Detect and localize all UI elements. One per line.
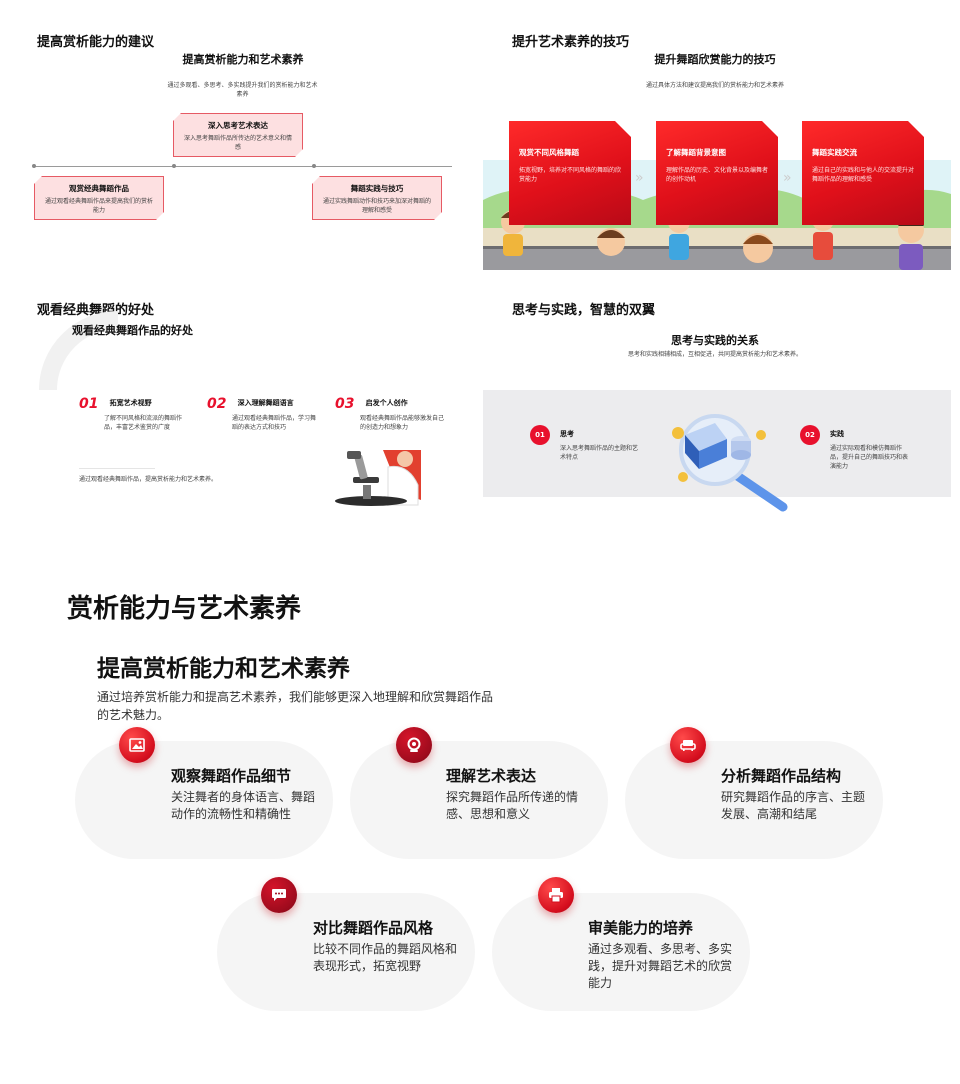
card-title: 审美能力的培养 [588,919,694,937]
panel-title: 观看经典舞蹈的好处 [37,303,155,318]
card-text: 探究舞蹈作品所传递的情感、思想和意义 [446,790,579,821]
panel-title: 提高赏析能力的建议 [37,35,155,50]
page-title: 赏析能力与艺术素养 [67,594,302,624]
timeline-line [34,166,452,167]
timeline-item-think: 深入思考艺术表达 深入思考舞蹈作品所传达的艺术意义和情感 [173,113,303,157]
item-text: 深入思考舞蹈作品的主题和艺术特点 [560,445,639,461]
slide-heading: 提高赏析能力和艺术素养 [182,53,304,66]
main-slide: 赏析能力与艺术素养 提高赏析能力和艺术素养 通过培养赏析能力和提高艺术素养，我们… [0,560,960,1084]
card-title: 观察舞蹈作品细节 [171,767,292,785]
panel-title: 提升艺术素养的技巧 [512,35,630,50]
slide-heading: 观看经典舞蹈作品的好处 [72,324,193,337]
card-title: 理解艺术表达 [446,767,537,785]
item-title: 深入思考艺术表达 [208,121,268,130]
card-title: 了解舞蹈背景意图 [666,148,726,157]
item-text: 通过观看经典舞蹈作品，学习舞蹈的表达方式和技巧 [232,415,317,431]
timeline-item-watch: 观赏经典舞蹈作品 通过观看经典舞蹈作品来提高我们的赏析能力 [34,176,164,220]
slide-heading: 思考与实践的关系 [671,334,759,347]
slide-heading: 提高赏析能力和艺术素养 [97,656,350,682]
benefit-item: 03 启发个人创作 观看经典舞蹈作品能够激发自己的创造力和想象力 [335,393,445,432]
card-observe-details: 观察舞蹈作品细节 关注舞者的身体语言、舞蹈动作的流畅性和精确性 [75,741,333,859]
location-pin-icon [396,727,432,763]
card-text: 研究舞蹈作品的序言、主题发展、高潮和结尾 [721,790,866,821]
slide-heading: 提升舞蹈欣赏能力的技巧 [654,53,776,66]
item-title: 实践 [830,430,844,438]
card-title: 舞蹈实践交流 [812,148,857,157]
card-text: 关注舞者的身体语言、舞蹈动作的流畅性和精确性 [171,790,316,821]
panel-skills: 提升艺术素养的技巧 提升舞蹈欣赏能力的技巧 通过具体方法和建议提高我们的赏析能力… [480,0,960,280]
divider [79,468,155,469]
benefit-item: 02 深入理解舞蹈语言 通过观看经典舞蹈作品，学习舞蹈的表达方式和技巧 [207,393,317,432]
item-text: 通过实际观看和模仿舞蹈作品，提升自己的舞蹈技巧和表演能力 [830,445,909,470]
card-title: 分析舞蹈作品结构 [721,767,842,785]
skill-card-background: 了解舞蹈背景意图 理解作品的历史、文化背景以及编舞者的创作动机 [656,121,778,225]
slide-intro: 通过培养赏析能力和提高艺术素养，我们能够更深入地理解和欣赏舞蹈作品的艺术魅力。 [97,690,494,722]
card-understand-expression: 理解艺术表达 探究舞蹈作品所传递的情感、思想和意义 [350,741,608,859]
item-text: 通过观看经典舞蹈作品来提高我们的赏析能力 [45,198,154,214]
item-title: 舞蹈实践与技巧 [350,184,404,193]
card-text: 理解作品的历史、文化背景以及编舞者的创作动机 [666,167,769,183]
timeline-dot [312,164,316,168]
timeline-item-practice: 舞蹈实践与技巧 通过实践舞蹈动作和技巧来加深对舞蹈的理解和感受 [312,176,442,220]
slide-subtitle: 通过具体方法和建议提高我们的赏析能力和艺术素养 [645,82,784,89]
card-text: 比较不同作品的舞蹈风格和表现形式，拓宽视野 [313,942,458,973]
item-title: 观赏经典舞蹈作品 [69,184,129,193]
card-title: 对比舞蹈作品风格 [313,919,434,937]
item-text: 观看经典舞蹈作品能够激发自己的创造力和想象力 [360,415,445,431]
item-title: 思考 [560,430,574,438]
panel-suggestions: 提高赏析能力的建议 提高赏析能力和艺术素养 通过多观看、多思考、多实践提升我们的… [0,0,480,280]
item-number-badge: 02 [800,425,820,445]
slide-subtitle: 思考和实践相辅相成，互相促进，共同提高赏析能力和艺术素养。 [627,351,802,358]
microscope-illustration [335,450,421,506]
panel-think-practice: 思考与实践，智慧的双翼 思考与实践的关系 思考和实践相辅相成，互相促进，共同提高… [480,280,960,530]
svg-text:»: » [783,170,792,186]
item-title: 深入理解舞蹈语言 [237,399,294,407]
skill-card-styles: 观赏不同风格舞蹈 拓宽视野，培养对不同风格的舞蹈的欣赏能力 [509,121,631,225]
panel-title: 思考与实践，智慧的双翼 [512,303,656,318]
slide-footer: 通过观看经典舞蹈作品，提高赏析能力和艺术素养。 [79,476,218,483]
skill-card-practice: 舞蹈实践交流 通过自己的实践和与他人的交流提升对舞蹈作品的理解和感受 [802,121,924,225]
item-number: 02 [207,396,227,412]
slide-subtitle: 通过多观看、多思考、多实践提升我们的赏析能力和艺术素养 [167,82,318,98]
panel-benefits: 观看经典舞蹈的好处 观看经典舞蹈作品的好处 01 拓宽艺术视野 了解不同风格和流… [0,280,480,530]
card-text: 拓宽视野，培养对不同风格的舞蹈的欣赏能力 [519,167,622,183]
printer-icon [538,877,574,913]
card-aesthetic-cultivation: 审美能力的培养 通过多观看、多思考、多实践，提升对舞蹈艺术的欣赏能力 [492,893,750,1011]
item-title: 拓宽艺术视野 [109,399,152,407]
card-text: 通过自己的实践和与他人的交流提升对舞蹈作品的理解和感受 [812,167,915,183]
item-number: 01 [79,396,99,412]
magnifier-chart-illustration [672,414,788,512]
card-compare-styles: 对比舞蹈作品风格 比较不同作品的舞蹈风格和表现形式，拓宽视野 [217,893,475,1011]
chat-bubble-icon [261,877,297,913]
svg-text:»: » [635,170,644,186]
timeline-dot [32,164,36,168]
timeline-dot [172,164,176,168]
item-number-badge: 01 [530,425,550,445]
benefit-item: 01 拓宽艺术视野 了解不同风格和流派的舞蹈作品，丰富艺术鉴赏的广度 [79,393,189,432]
item-text: 深入思考舞蹈作品所传达的艺术意义和情感 [184,135,293,151]
image-icon [119,727,155,763]
item-text: 了解不同风格和流派的舞蹈作品，丰富艺术鉴赏的广度 [104,415,183,431]
card-analyze-structure: 分析舞蹈作品结构 研究舞蹈作品的序言、主题发展、高潮和结尾 [625,741,883,859]
item-title: 启发个人创作 [365,399,408,407]
card-text: 通过多观看、多思考、多实践，提升对舞蹈艺术的欣赏能力 [588,942,733,990]
sofa-icon [670,727,706,763]
card-title: 观赏不同风格舞蹈 [519,148,579,157]
item-number: 03 [335,396,355,412]
decorative-arc [39,311,119,391]
item-text: 通过实践舞蹈动作和技巧来加深对舞蹈的理解和感受 [323,198,432,214]
